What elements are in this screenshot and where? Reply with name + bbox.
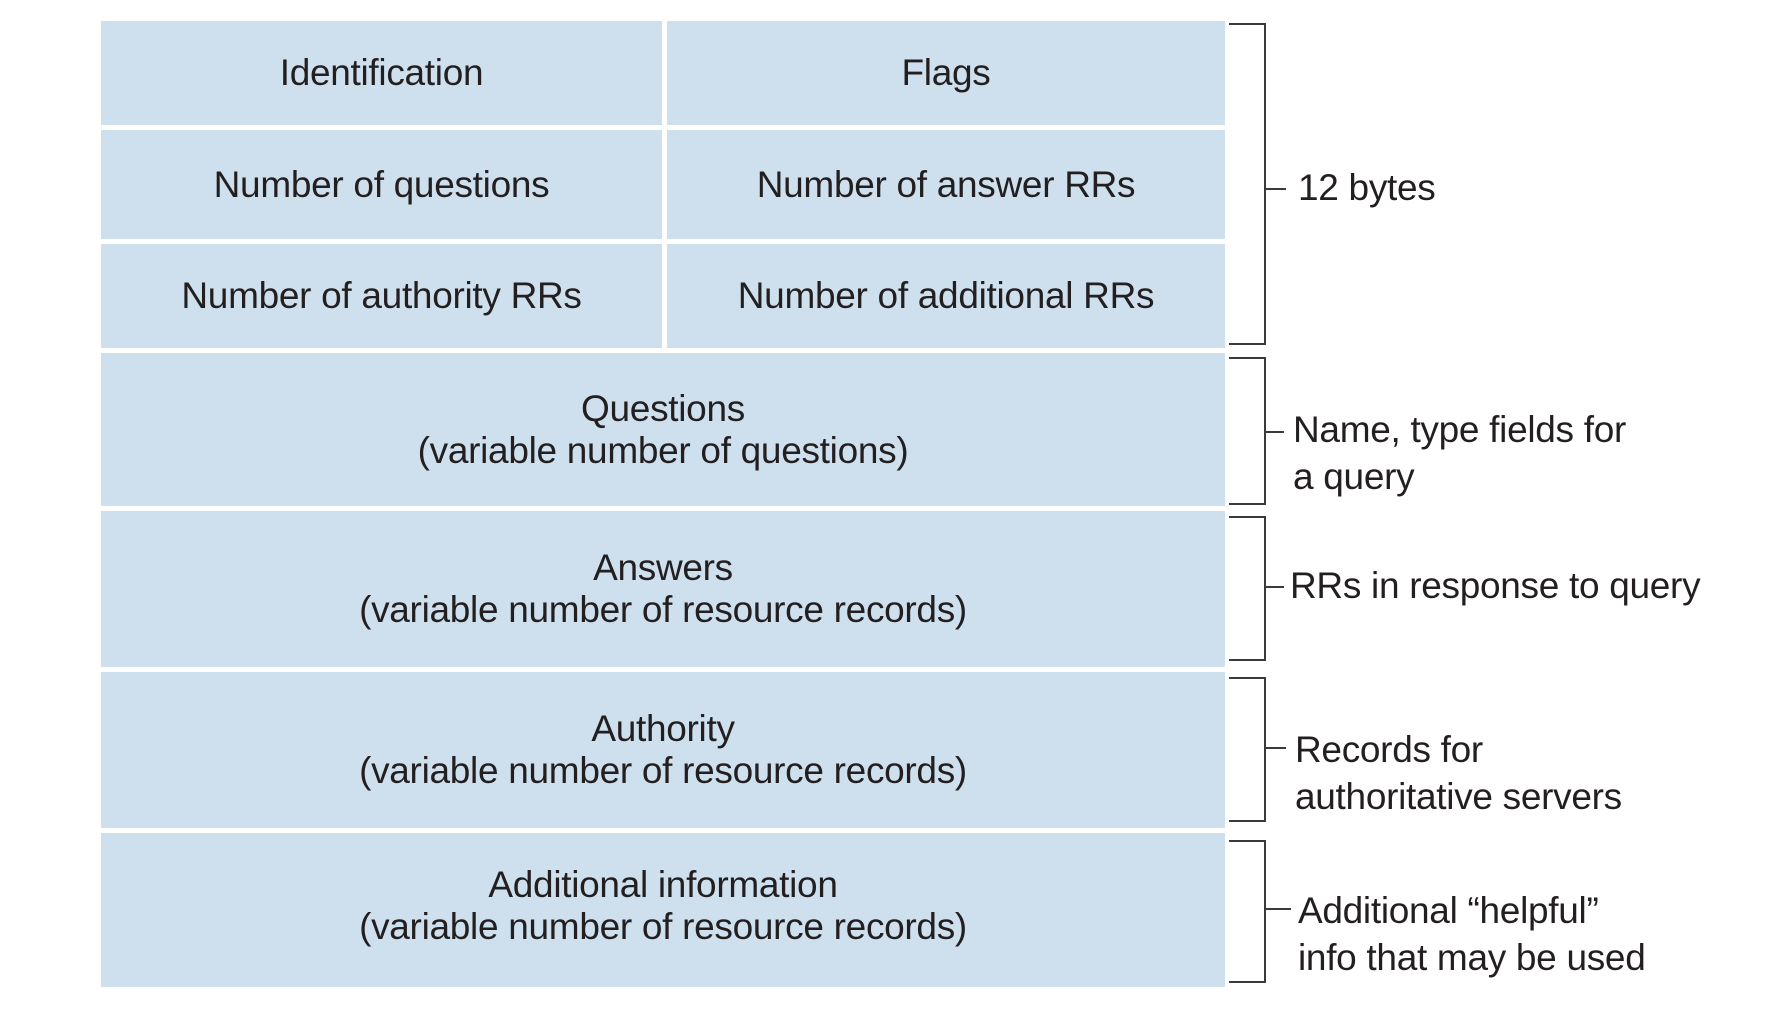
additional-info-section: Additional information (variable number … bbox=[101, 833, 1225, 987]
additional-bracket-tick bbox=[1264, 908, 1291, 910]
field-label: Identification bbox=[279, 52, 484, 93]
questions-bracket-tick bbox=[1264, 431, 1284, 433]
field-label: Number of additional RRs bbox=[737, 275, 1155, 316]
section-title: Questions bbox=[581, 387, 745, 429]
section-subtitle: (variable number of resource records) bbox=[359, 589, 967, 630]
header-identification-field: Identification bbox=[101, 21, 662, 125]
answers-bracket bbox=[1229, 516, 1266, 661]
additional-bracket bbox=[1229, 840, 1266, 983]
section-subtitle: (variable number of resource records) bbox=[359, 906, 967, 947]
field-label: Flags bbox=[901, 52, 991, 93]
answers-section: Answers (variable number of resource rec… bbox=[101, 511, 1225, 667]
answers-bracket-tick bbox=[1264, 586, 1284, 588]
section-subtitle: (variable number of questions) bbox=[417, 429, 909, 471]
header-size-annotation: 12 bytes bbox=[1298, 167, 1436, 208]
authority-section: Authority (variable number of resource r… bbox=[101, 672, 1225, 828]
questions-section: Questions (variable number of questions) bbox=[101, 353, 1225, 506]
authority-bracket bbox=[1229, 677, 1266, 822]
section-title: Authority bbox=[591, 708, 735, 749]
section-title: Answers bbox=[593, 547, 733, 588]
header-num-authority-rrs-field: Number of authority RRs bbox=[101, 244, 662, 348]
section-subtitle: (variable number of resource records) bbox=[359, 750, 967, 791]
header-bracket-tick bbox=[1264, 188, 1286, 190]
questions-bracket bbox=[1229, 357, 1266, 505]
header-num-additional-rrs-field: Number of additional RRs bbox=[667, 244, 1225, 348]
authority-bracket-tick bbox=[1264, 747, 1286, 749]
header-bracket bbox=[1229, 23, 1266, 345]
field-label: Number of questions bbox=[213, 163, 550, 205]
section-title: Additional information bbox=[488, 864, 838, 905]
header-num-answer-rrs-field: Number of answer RRs bbox=[667, 130, 1225, 239]
field-label: Number of answer RRs bbox=[756, 163, 1136, 205]
questions-annotation: Name, type fields for a query bbox=[1293, 409, 1627, 497]
authority-annotation: Records for authoritative servers bbox=[1295, 729, 1622, 817]
answers-annotation: RRs in response to query bbox=[1290, 565, 1701, 606]
field-label: Number of authority RRs bbox=[181, 275, 582, 316]
additional-annotation: Additional “helpful” info that may be us… bbox=[1298, 890, 1646, 978]
header-flags-field: Flags bbox=[667, 21, 1225, 125]
header-num-questions-field: Number of questions bbox=[101, 130, 662, 239]
